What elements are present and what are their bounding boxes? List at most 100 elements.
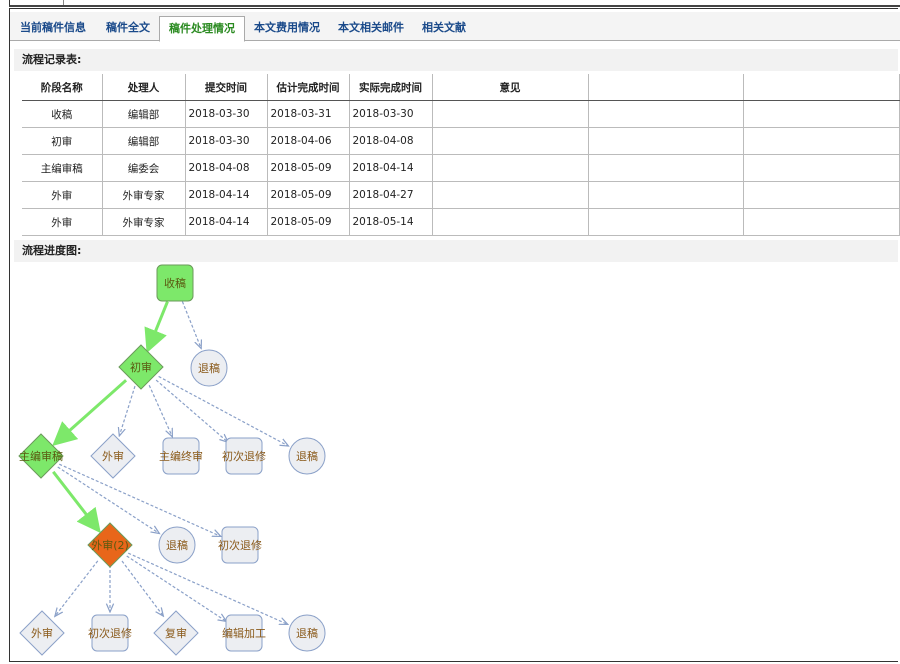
cell-empty: [743, 181, 900, 209]
node-label: 收稿: [164, 276, 186, 290]
node-diamond-shape: [87, 522, 133, 568]
node-diamond-shape: [153, 610, 199, 656]
col-submit-time: 提交时间: [185, 74, 268, 101]
cell-empty: [743, 127, 900, 155]
cell-handler: 编辑部: [102, 100, 186, 128]
tab-processing[interactable]: 稿件处理情况: [159, 16, 245, 42]
node-rect-shape: [162, 437, 200, 475]
possible-flow-edge: [121, 560, 163, 616]
node-diamond-shape: [18, 433, 64, 479]
node-rect-shape: [221, 526, 259, 564]
possible-flow-edge: [158, 375, 289, 446]
flow-node-current[interactable]: 外审(2): [87, 522, 133, 568]
node-circle-shape: [158, 526, 196, 564]
node-label: 初次退修: [222, 449, 266, 463]
node-circle-shape: [190, 349, 228, 387]
flow-node-pending[interactable]: 初次退修: [222, 437, 266, 475]
node-label: 编辑加工: [222, 626, 266, 640]
cell-stage: 收稿: [22, 100, 103, 128]
completed-flow-edge: [52, 470, 101, 534]
flow-node-pending[interactable]: 退稿: [288, 614, 326, 652]
tab-full-text[interactable]: 稿件全文: [106, 21, 150, 34]
flow-node-done[interactable]: 收稿: [156, 264, 194, 302]
possible-flow-edge: [155, 379, 228, 442]
possible-flow-edge: [59, 463, 221, 536]
cell-empty: [588, 100, 744, 128]
cell-empty: [588, 208, 744, 236]
possible-flow-edge: [128, 552, 288, 624]
flow-node-pending[interactable]: 退稿: [288, 437, 326, 475]
possible-flow-edge: [55, 560, 99, 617]
node-rect-shape: [225, 614, 263, 652]
node-label: 初次退修: [218, 538, 262, 552]
cell-actual: 2018-03-30: [349, 100, 433, 128]
flow-node-pending[interactable]: 外审: [90, 433, 136, 479]
cell-empty: [743, 208, 900, 236]
tab-emails[interactable]: 本文相关邮件: [338, 21, 404, 34]
flow-node-pending[interactable]: 编辑加工: [222, 614, 266, 652]
cell-empty: [743, 154, 900, 182]
node-label: 主编审稿: [19, 449, 63, 463]
cell-handler: 外审专家: [102, 181, 186, 209]
content-frame: [9, 8, 898, 662]
flow-node-pending[interactable]: 初次退修: [218, 526, 262, 564]
cell-submit: 2018-03-30: [185, 100, 268, 128]
flow-node-pending[interactable]: 外审: [19, 610, 65, 656]
cell-est: 2018-04-06: [267, 127, 350, 155]
cell-actual: 2018-05-14: [349, 208, 433, 236]
flow-node-pending[interactable]: 初次退修: [88, 614, 132, 652]
cell-opinion: [432, 100, 589, 128]
tab-fees[interactable]: 本文费用情况: [254, 21, 320, 34]
cell-est: 2018-05-09: [267, 181, 350, 209]
cell-actual: 2018-04-14: [349, 154, 433, 182]
node-diamond-shape: [19, 610, 65, 656]
flow-node-pending[interactable]: 退稿: [158, 526, 196, 564]
cell-stage: 主编审稿: [22, 154, 103, 182]
record-section-title: 流程记录表:: [14, 49, 898, 71]
cell-opinion: [432, 154, 589, 182]
possible-flow-edge: [119, 385, 136, 436]
cell-handler: 编辑部: [102, 127, 186, 155]
node-label: 初审: [130, 360, 152, 374]
cell-empty: [743, 100, 900, 128]
node-label: 外审: [31, 626, 53, 640]
flow-node-pending[interactable]: 主编终审: [159, 437, 203, 475]
col-empty: [743, 74, 900, 101]
tab-bar: 当前稿件信息 稿件全文 稿件处理情况 本文费用情况 本文相关邮件 相关文献: [10, 12, 900, 42]
graph-section-title: 流程进度图:: [14, 240, 898, 262]
cell-handler: 外审专家: [102, 208, 186, 236]
cell-stage: 初审: [22, 127, 103, 155]
col-est-time: 估计完成时间: [267, 74, 350, 101]
tab-references[interactable]: 相关文献: [422, 21, 466, 34]
table-header-row: 阶段名称 处理人 提交时间 估计完成时间 实际完成时间 意见: [22, 74, 900, 101]
top-bar: [9, 0, 900, 7]
tab-current-info[interactable]: 当前稿件信息: [20, 21, 86, 34]
flow-node-pending[interactable]: 复审: [153, 610, 199, 656]
node-rect-shape: [91, 614, 129, 652]
node-circle-shape: [288, 614, 326, 652]
node-label: 退稿: [296, 449, 318, 463]
flow-node-done[interactable]: 初审: [118, 344, 164, 390]
cell-stage: 外审: [22, 208, 103, 236]
possible-flow-edge: [181, 301, 201, 349]
cell-est: 2018-03-31: [267, 100, 350, 128]
cell-empty: [588, 181, 744, 209]
node-label: 退稿: [166, 538, 188, 552]
cell-actual: 2018-04-27: [349, 181, 433, 209]
cell-empty: [588, 154, 744, 182]
col-actual-time: 实际完成时间: [349, 74, 433, 101]
cell-submit: 2018-04-14: [185, 208, 268, 236]
cell-submit: 2018-04-14: [185, 181, 268, 209]
col-stage: 阶段名称: [22, 74, 103, 101]
flow-node-done[interactable]: 主编审稿: [18, 433, 64, 479]
node-label: 初次退修: [88, 626, 132, 640]
cell-handler: 编委会: [102, 154, 186, 182]
col-opinion: 意见: [432, 74, 589, 101]
flow-node-pending[interactable]: 退稿: [190, 349, 228, 387]
col-empty: [588, 74, 744, 101]
